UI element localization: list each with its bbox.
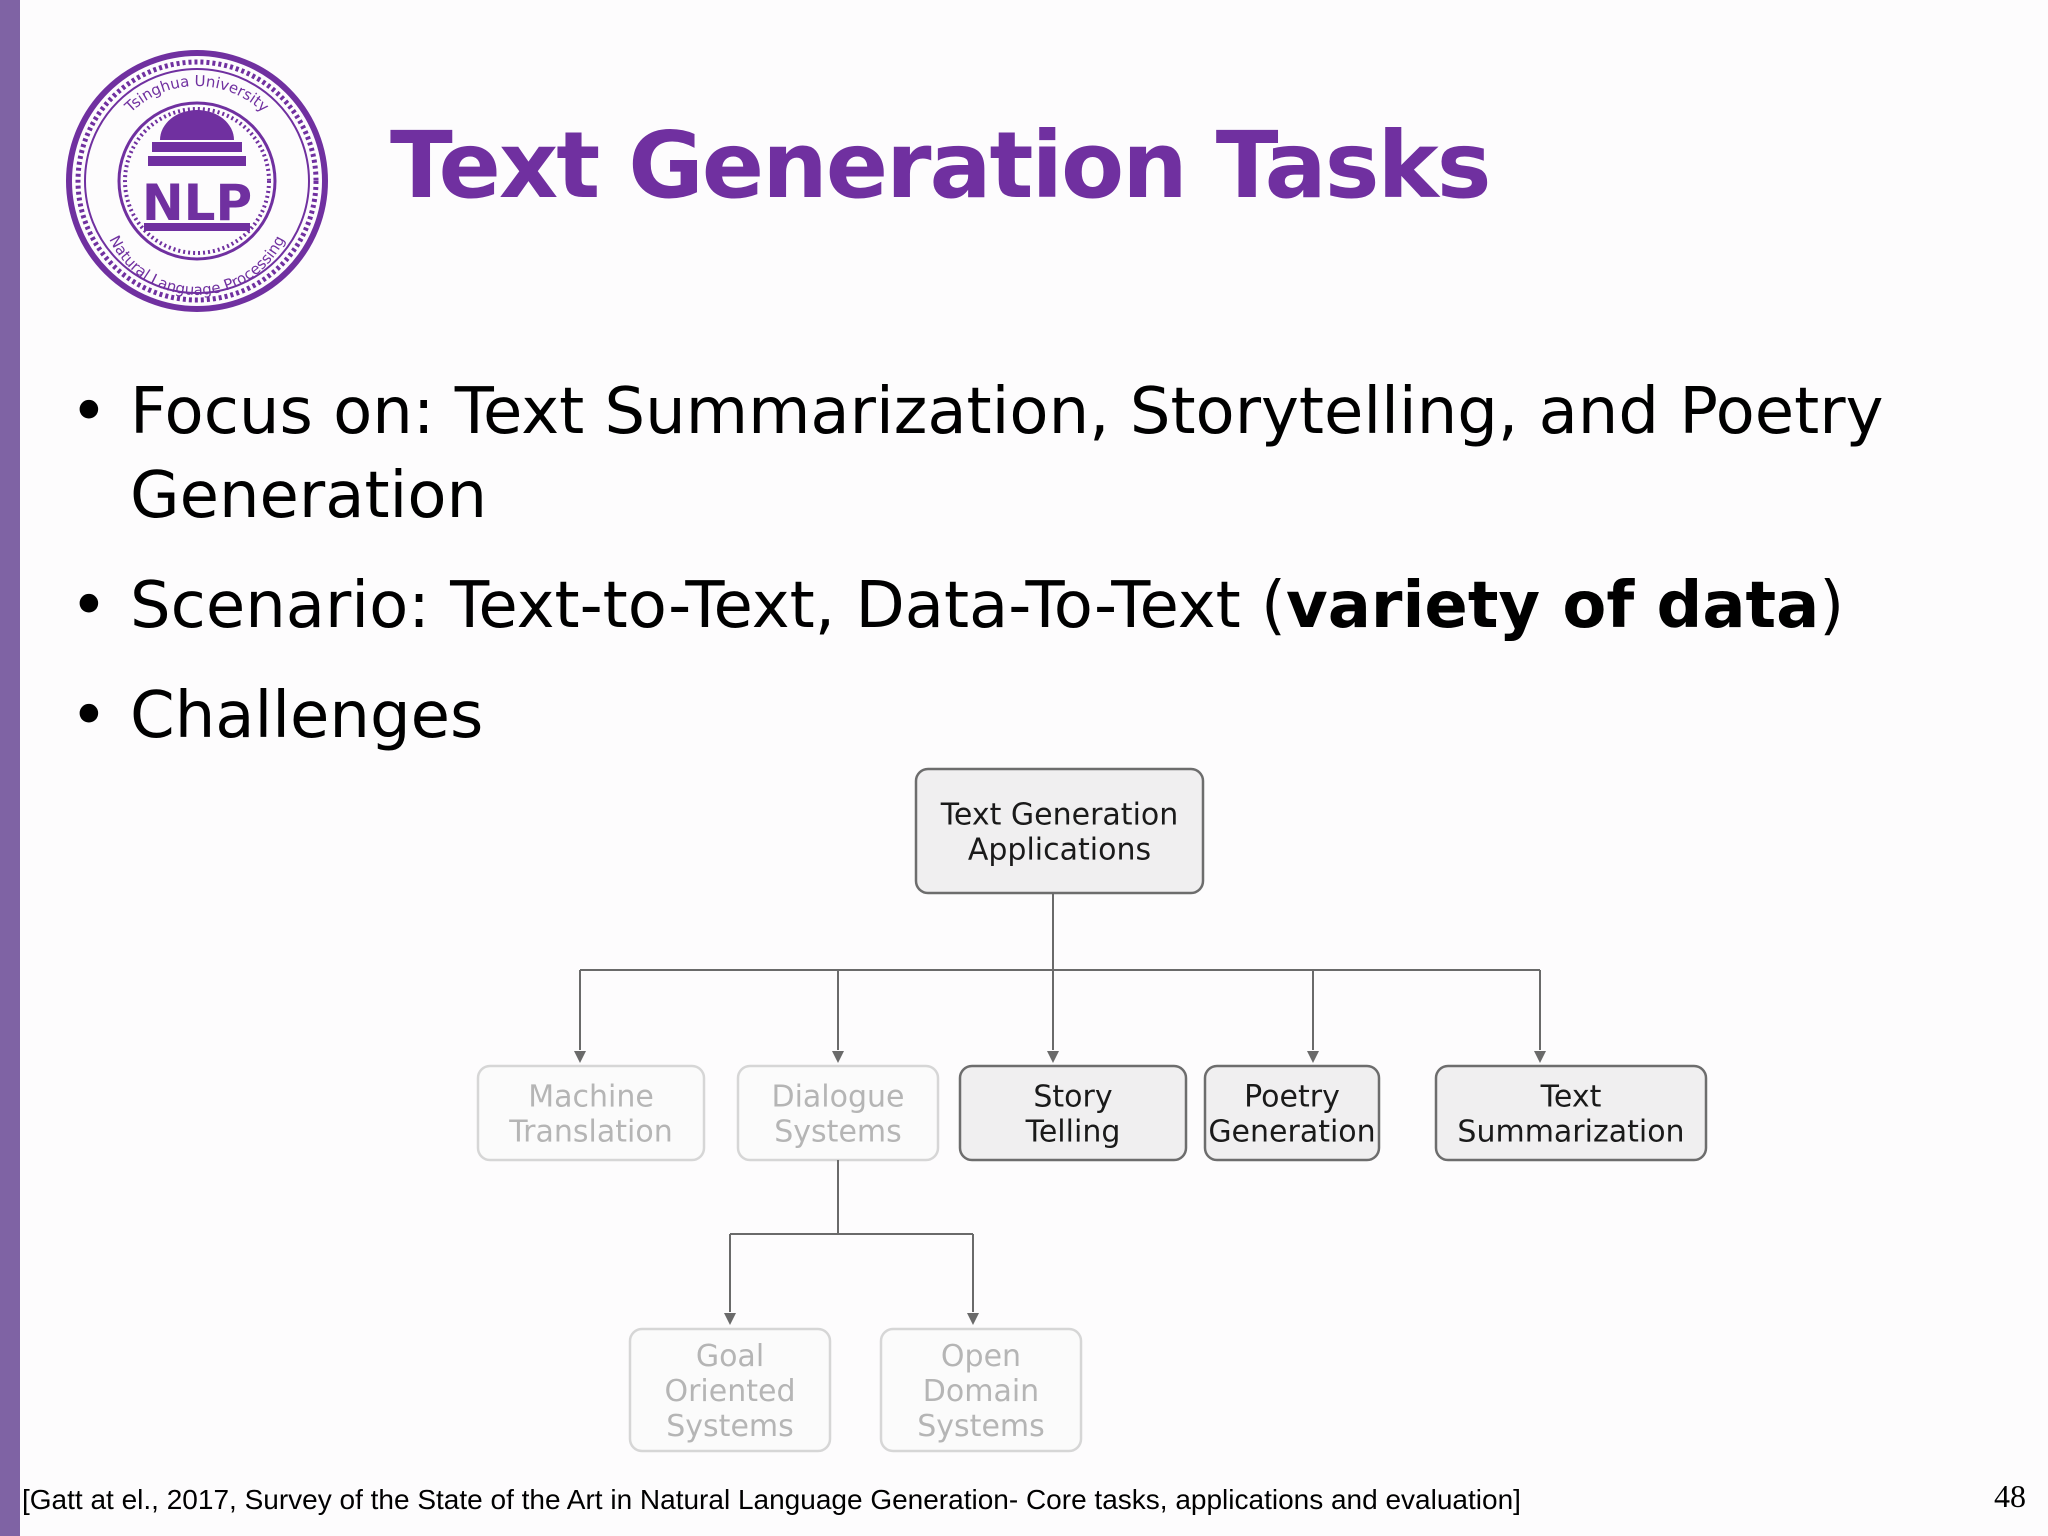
arrow-to-open-domain-systems-node bbox=[967, 1313, 979, 1325]
bullet-challenges: • Challenges bbox=[70, 674, 2000, 758]
poetry-generation-node bbox=[1203, 1064, 1381, 1162]
left-accent-bar bbox=[0, 0, 20, 1536]
page-number: 48 bbox=[1994, 1478, 2026, 1514]
arrow-to-dialogue-systems-node bbox=[832, 1051, 844, 1063]
logo-university-text: Tsinghua University bbox=[121, 72, 273, 117]
citation: [Gatt at el., 2017, Survey of the State … bbox=[22, 1484, 1521, 1515]
bullet-dot: • bbox=[70, 569, 108, 643]
bullet-scenario: • Scenario: Text-to-Text, Data-To-Text (v… bbox=[70, 564, 2000, 648]
machine-translation-node bbox=[476, 1064, 706, 1162]
arrow-to-story-telling-node bbox=[1047, 1051, 1059, 1063]
bullet-scenario-text: Scenario: Text-to-Text, Data-To-Text ( bbox=[130, 569, 1286, 643]
bullet-focus-text: Focus on: Text Summarization, Storytelli… bbox=[130, 375, 1884, 533]
text-summarization-node bbox=[1434, 1064, 1708, 1162]
arrow-to-poetry-generation-node bbox=[1307, 1051, 1319, 1063]
bullet-scenario-suffix: ) bbox=[1819, 569, 1845, 643]
open-domain-systems-node bbox=[879, 1327, 1083, 1453]
arrow-to-goal-oriented-systems-node bbox=[724, 1313, 736, 1325]
bullet-dot: • bbox=[70, 375, 108, 449]
arrow-to-text-summarization-node bbox=[1534, 1051, 1546, 1063]
bullet-challenges-text: Challenges bbox=[130, 679, 484, 753]
bullet-list: • Focus on: Text Summarization, Storytell… bbox=[70, 370, 2000, 784]
logo-nlp-text: NLP bbox=[142, 174, 252, 232]
arrow-to-machine-translation-node bbox=[574, 1051, 586, 1063]
dialogue-systems-node bbox=[736, 1064, 940, 1162]
bullet-scenario-bold: variety of data bbox=[1286, 569, 1820, 643]
slide-title: Text Generation Tasks bbox=[390, 112, 1491, 219]
bullet-focus: • Focus on: Text Summarization, Storytell… bbox=[70, 370, 2000, 538]
root-node bbox=[914, 767, 1205, 895]
bullet-dot: • bbox=[70, 679, 108, 753]
goal-oriented-systems-node bbox=[628, 1327, 832, 1453]
tsinghua-nlp-logo: NLP Tsinghua University Natural Language… bbox=[66, 50, 328, 312]
story-telling-node bbox=[958, 1064, 1188, 1162]
